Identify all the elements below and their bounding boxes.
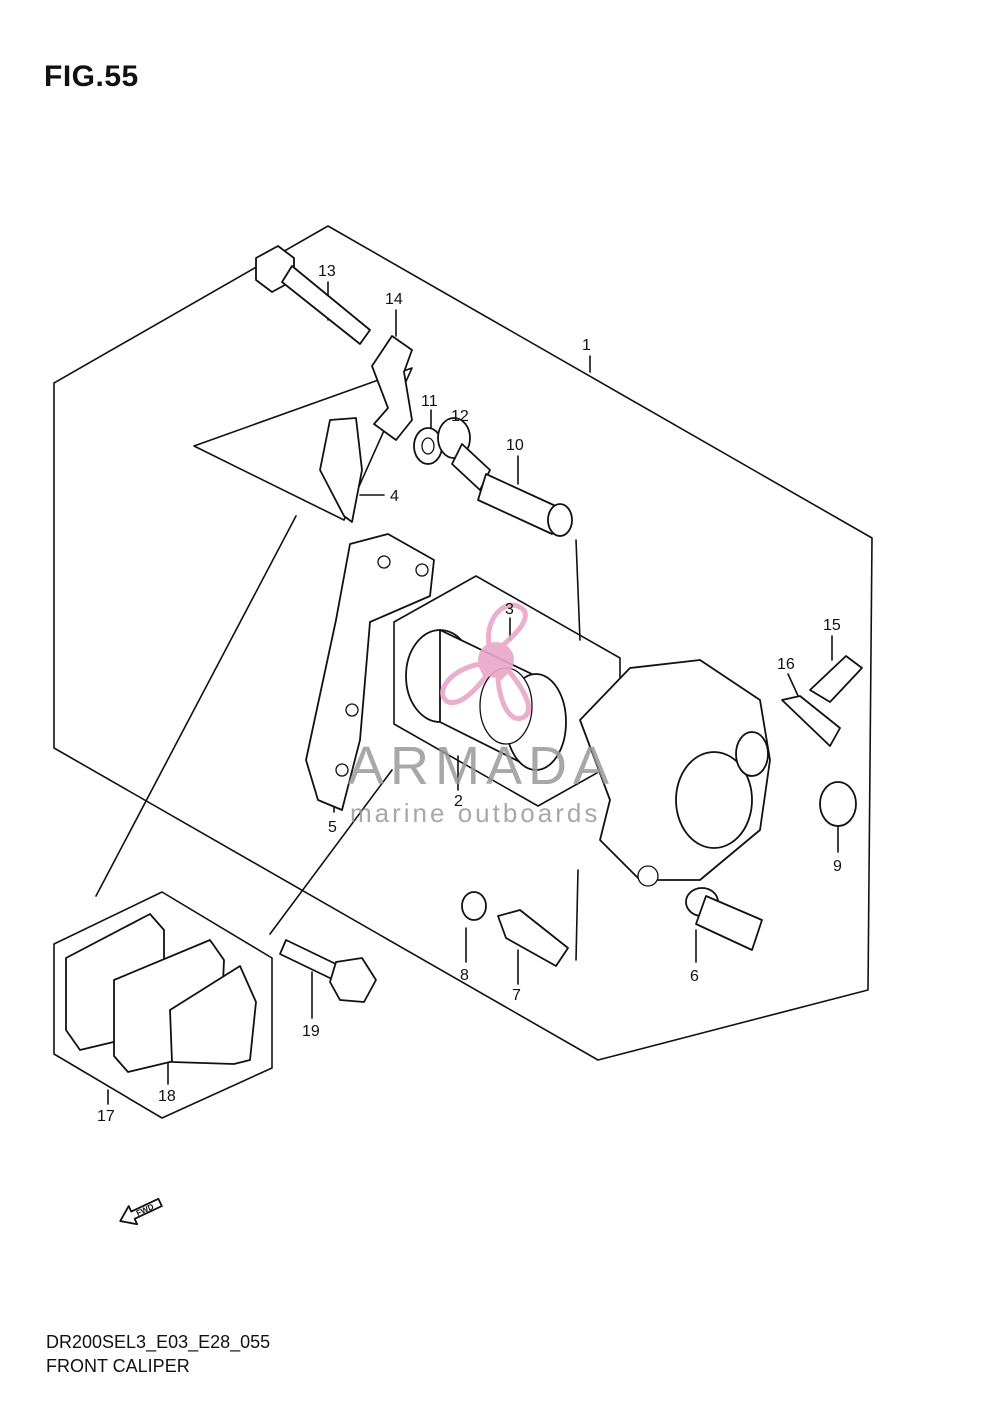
pad-set-outline bbox=[53, 891, 273, 1119]
part-1-caliper-body bbox=[579, 659, 771, 887]
callout-19: 19 bbox=[302, 1023, 320, 1040]
part-10-slide-pin bbox=[477, 473, 573, 537]
callout-14: 14 bbox=[385, 291, 403, 308]
part-9-plug bbox=[819, 781, 857, 827]
callout-4: 4 bbox=[390, 488, 399, 505]
part-5-caliper-bracket bbox=[305, 533, 435, 811]
callout-3: 3 bbox=[505, 601, 514, 618]
part-12-boot bbox=[437, 417, 491, 491]
callout-17: 17 bbox=[97, 1108, 115, 1125]
part-11-washer bbox=[413, 427, 443, 465]
part-8-washer bbox=[461, 891, 487, 921]
figure-name: FRONT CALIPER bbox=[46, 1356, 190, 1376]
part-15-bleeder-valve bbox=[809, 655, 863, 703]
callout-2: 2 bbox=[454, 793, 463, 810]
callout-11: 11 bbox=[421, 393, 438, 410]
callout-5: 5 bbox=[328, 819, 337, 836]
part-6-pin-bolt bbox=[685, 887, 763, 951]
callout-16: 16 bbox=[777, 656, 795, 673]
callout-7: 7 bbox=[512, 987, 521, 1004]
assembly-outline bbox=[53, 225, 873, 1061]
fwd-arrow-label: FWD bbox=[135, 1202, 156, 1218]
part-19-bolt bbox=[279, 939, 377, 1003]
propeller-logo-icon bbox=[440, 602, 532, 721]
bracket-group-outline bbox=[193, 367, 413, 521]
callout-15: 15 bbox=[823, 617, 841, 634]
part-13-bolt bbox=[255, 245, 371, 345]
callout-8: 8 bbox=[460, 967, 469, 984]
part-16-bleeder-cap bbox=[781, 695, 841, 747]
part-4-pad-spring bbox=[319, 417, 363, 523]
part-14-lock-plate bbox=[371, 335, 413, 441]
callout-6: 6 bbox=[690, 968, 699, 985]
callout-12: 12 bbox=[451, 408, 469, 425]
callout-13: 13 bbox=[318, 263, 336, 280]
figure-title: FIG.55 bbox=[44, 60, 139, 93]
model-code: DR200SEL3_E03_E28_055 bbox=[46, 1332, 271, 1352]
callout-9: 9 bbox=[833, 858, 842, 875]
fwd-arrow-icon: FWD bbox=[119, 1197, 163, 1226]
watermark-tagline: marine outboards bbox=[350, 798, 600, 828]
callout-10: 10 bbox=[506, 437, 524, 454]
watermark-brand: ARMADA bbox=[348, 736, 615, 796]
part-7-bolt bbox=[497, 909, 569, 967]
callout-18: 18 bbox=[158, 1088, 176, 1105]
callout-labels: 1 2 3 4 5 6 7 8 9 10 11 12 13 14 15 16 1… bbox=[97, 263, 842, 1125]
part-18-pad-shim bbox=[169, 965, 257, 1065]
callout-1: 1 bbox=[582, 337, 591, 354]
